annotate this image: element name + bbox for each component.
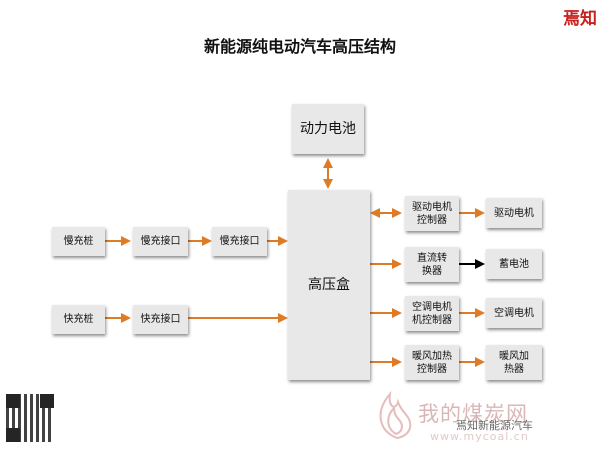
node-fast-port: 快充接口 [133,305,188,334]
flame-logo-icon [379,390,412,440]
node-fast-pile: 快充桩 [52,305,105,334]
node-motor-controller: 驱动电机 控制器 [405,196,459,231]
brand-logo: 焉知 [563,9,597,29]
watermark-text: 我的煤炭网 [418,402,528,426]
watermark-url: www.mycoal.cn [430,430,529,443]
node-battery: 动力电池 [292,104,364,154]
node-dc-converter: 直流转 换器 [405,247,459,282]
node-slow-port-2: 慢充接口 [212,227,267,256]
node-slow-pile: 慢充桩 [52,227,105,256]
node-heater: 暖风加 热器 [486,345,542,380]
node-hv-box: 高压盒 [288,190,370,380]
node-heater-controller: 暖风加热 控制器 [405,345,459,380]
diagram-title: 新能源纯电动汽车高压结构 [203,37,396,56]
qr-code-image [6,394,54,442]
node-slow-port-1: 慢充接口 [133,227,188,256]
wechat-account-label: 焉知新能源汽车 [456,419,533,432]
node-ac-controller: 空调电机 机控制器 [405,296,459,331]
node-drive-motor: 驱动电机 [486,198,542,228]
node-aux-battery: 蓄电池 [486,249,542,279]
node-ac-motor: 空调电机 [486,298,542,328]
